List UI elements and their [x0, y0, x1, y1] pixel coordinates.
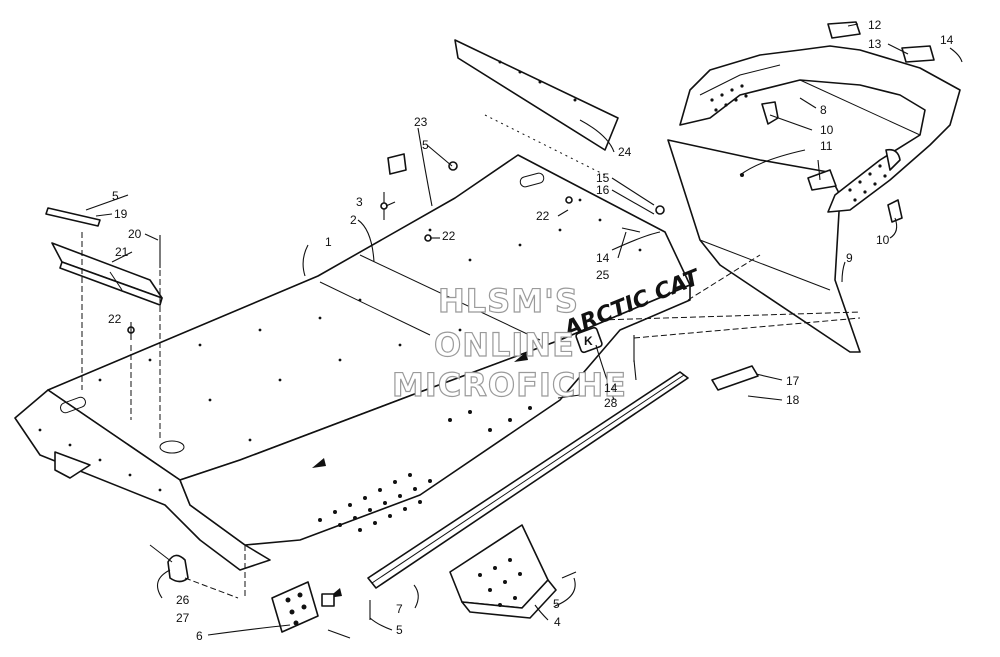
svg-text:K: K	[584, 334, 593, 348]
callout-23: 23	[414, 115, 428, 129]
part-26-clip	[149, 544, 189, 583]
callout-21: 21	[115, 245, 129, 259]
part-23-pad	[387, 153, 407, 175]
callout-5-bracket: 5	[553, 597, 560, 611]
callout-22-center: 22	[442, 229, 456, 243]
callout-11: 11	[820, 139, 833, 153]
part-19-strip	[45, 207, 101, 227]
callout-3: 3	[356, 195, 363, 209]
callout-28: 28	[604, 396, 618, 410]
callout-12: 12	[868, 18, 882, 32]
callout-14-center: 14	[596, 251, 610, 265]
callout-22-top: 22	[536, 209, 550, 223]
callout-10-bottom: 10	[876, 233, 890, 247]
callout-27: 27	[176, 611, 190, 625]
callout-26: 26	[176, 593, 190, 607]
part-28-emblem: K	[575, 326, 603, 354]
callout-5-top: 5	[422, 138, 429, 152]
callout-19: 19	[114, 207, 128, 221]
callout-10-top: 10	[820, 123, 834, 137]
callout-14-top: 14	[940, 33, 954, 47]
side-perforations	[318, 406, 532, 532]
foot-grip-left	[710, 84, 748, 112]
callout-2: 2	[350, 213, 357, 227]
callout-7: 7	[396, 602, 403, 616]
callout-16: 16	[596, 183, 610, 197]
callout-15: 15	[596, 171, 610, 185]
watermark-line-2: ONLINE	[434, 326, 575, 364]
callout-22-left: 22	[108, 312, 122, 326]
callout-13: 13	[868, 37, 882, 51]
callout-25: 25	[596, 268, 610, 282]
part-9-rear-body	[667, 139, 861, 353]
part-7-rail	[367, 371, 689, 589]
callout-4: 4	[554, 615, 561, 629]
callout-5-bottom: 5	[396, 623, 403, 637]
part-24-flap	[454, 39, 619, 176]
callout-14-lower: 14	[604, 381, 618, 395]
part-4-bracket	[449, 524, 557, 619]
part-21-bracket	[51, 242, 163, 306]
part-6-plate	[271, 581, 335, 633]
part-17-reflector	[711, 365, 759, 391]
callout-9: 9	[846, 251, 853, 265]
callout-17: 17	[786, 374, 800, 388]
callout-18: 18	[786, 393, 800, 407]
callout-numbers: 1 2 3 4 5 5 5 5 6 7 8 9 10 10 11 12 13 1…	[108, 18, 954, 643]
callout-6: 6	[196, 629, 203, 643]
leader-lines	[81, 23, 963, 636]
callout-8: 8	[820, 103, 827, 117]
part-1-tunnel	[14, 154, 691, 598]
watermark-line-3: MICROFICHE	[392, 366, 627, 404]
watermark-line-1: HLSM'S	[438, 282, 579, 320]
callout-5-left: 5	[112, 189, 119, 203]
foot-grip-right	[848, 164, 887, 202]
callout-20: 20	[128, 227, 142, 241]
watermark: HLSM'S ONLINE MICROFICHE	[391, 281, 627, 404]
callout-24: 24	[618, 145, 632, 159]
callout-1: 1	[325, 235, 332, 249]
part-8-bumper	[679, 21, 961, 223]
